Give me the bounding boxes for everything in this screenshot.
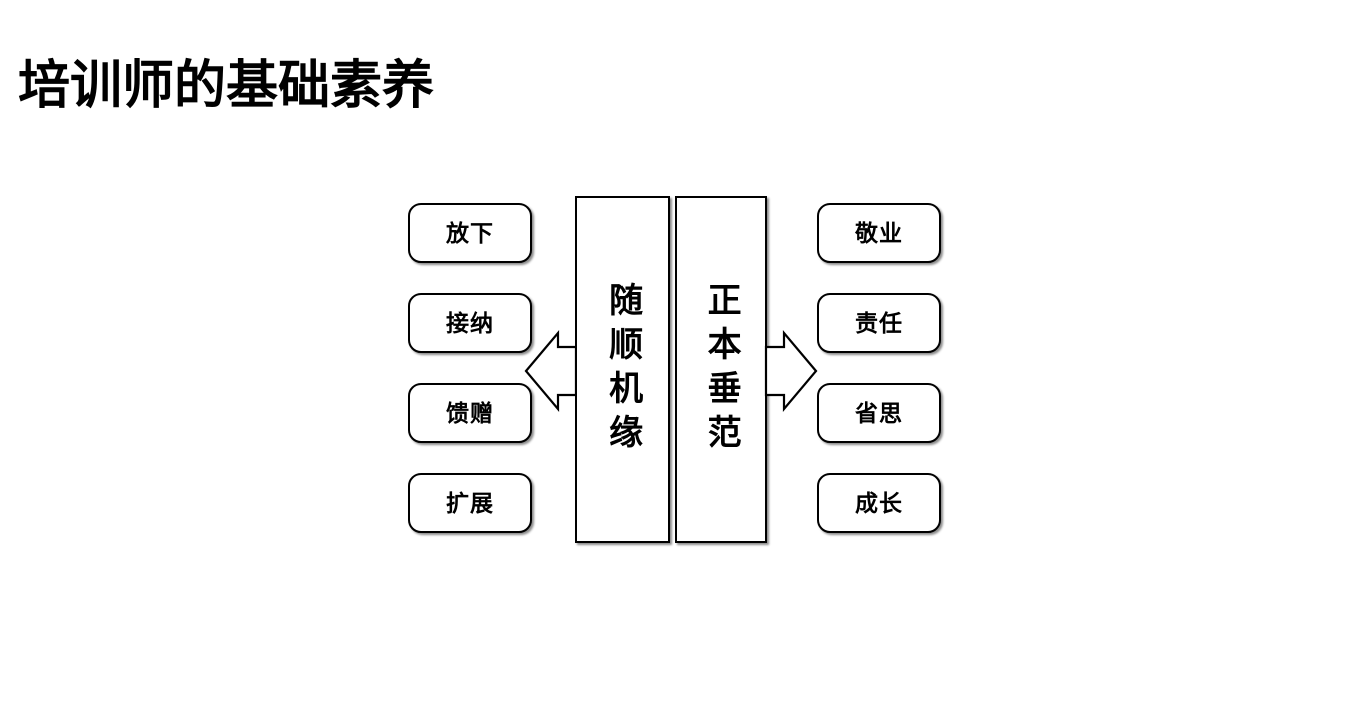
right-item-1[interactable]: 责任 [817, 293, 941, 353]
center-pillar-left-label: 随顺机缘 [603, 281, 642, 458]
left-item-1[interactable]: 接纳 [408, 293, 532, 353]
right-item-2-label: 省思 [855, 399, 903, 426]
left-item-3-label: 扩展 [446, 489, 494, 516]
left-item-1-label: 接纳 [446, 309, 494, 336]
center-pillar-right[interactable]: 正本垂范 [675, 196, 767, 543]
left-arrow-icon [524, 329, 578, 413]
center-pillar-left[interactable]: 随顺机缘 [575, 196, 670, 543]
center-pillar-right-label: 正本垂范 [702, 281, 741, 458]
right-item-0-label: 敬业 [855, 219, 903, 246]
left-item-2-label: 馈赠 [446, 399, 494, 426]
right-arrow-icon [764, 329, 818, 413]
right-item-2[interactable]: 省思 [817, 383, 941, 443]
left-item-0[interactable]: 放下 [408, 203, 532, 263]
right-item-3[interactable]: 成长 [817, 473, 941, 533]
left-item-2[interactable]: 馈赠 [408, 383, 532, 443]
page-title: 培训师的基础素养 [18, 57, 435, 115]
right-item-1-label: 责任 [855, 309, 903, 336]
right-item-3-label: 成长 [855, 489, 903, 516]
left-item-0-label: 放下 [446, 219, 494, 246]
right-item-0[interactable]: 敬业 [817, 203, 941, 263]
left-item-3[interactable]: 扩展 [408, 473, 532, 533]
